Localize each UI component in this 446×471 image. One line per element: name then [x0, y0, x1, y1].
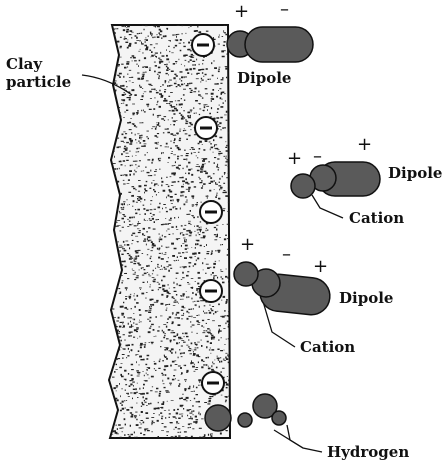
dipole-label-top: Dipole — [237, 70, 291, 87]
cation-leader-upper — [312, 195, 343, 218]
minus-sign-upper: – — [313, 148, 322, 166]
hydrogen-leader — [274, 430, 322, 452]
negative-charge-3 — [200, 201, 222, 223]
dipole-label-lower: Dipole — [339, 290, 393, 307]
water-molecule-left — [205, 405, 231, 431]
negative-charge-2 — [195, 117, 217, 139]
cation-dipole-upper — [291, 162, 380, 198]
cation-label-lower: Cation — [300, 339, 355, 356]
plus-sign-upper-left: + — [287, 150, 302, 168]
negative-charge-1 — [192, 34, 214, 56]
plus-sign-lower-right: + — [313, 258, 328, 276]
dipole-top — [227, 27, 313, 62]
plus-sign-top: + — [234, 3, 249, 21]
plus-sign-upper-right: + — [357, 136, 372, 154]
negative-charge-4 — [200, 280, 222, 302]
hydrogen-atom-right — [272, 411, 286, 425]
hydrogen-leader-branch — [287, 425, 303, 448]
hydrogen-atom-left — [238, 413, 252, 427]
cation-upper — [291, 174, 315, 198]
cation-lower — [234, 262, 258, 286]
dipole-top-positive-end — [245, 27, 313, 62]
minus-sign-lower: – — [282, 246, 291, 264]
clay-particle-label-line2: particle — [6, 74, 71, 91]
dipole-label-upper: Dipole — [388, 165, 442, 182]
cation-label-upper: Cation — [349, 210, 404, 227]
hydrogen-label: Hydrogen — [327, 444, 409, 461]
negative-charge-5 — [202, 372, 224, 394]
clay-particle-label-line1: Clay — [6, 56, 42, 73]
minus-sign-top: – — [280, 1, 289, 19]
plus-sign-lower-left: + — [240, 236, 255, 254]
